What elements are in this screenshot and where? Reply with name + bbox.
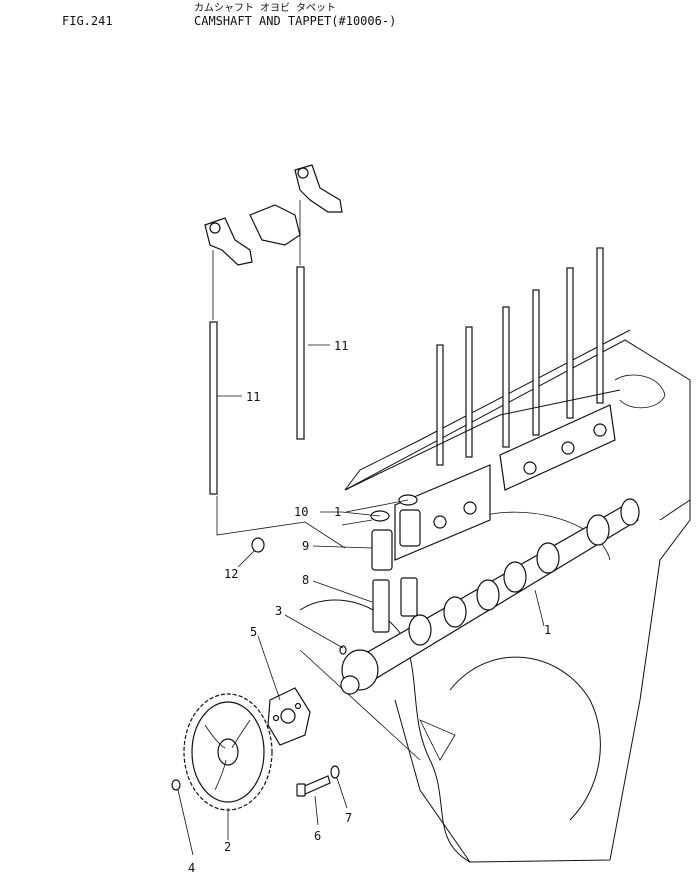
diagram-title: CAMSHAFT AND TAPPET(#10006-) (194, 14, 397, 28)
callout-2: 2 (224, 840, 231, 854)
callout-9: 9 (302, 539, 309, 553)
callout-6: 6 (314, 829, 321, 843)
callout-12: 12 (224, 567, 238, 581)
callout-labels: 1 2 3 4 5 6 7 8 9 10 1 11 11 12 (188, 339, 551, 875)
callout-4: 4 (188, 861, 195, 875)
callout-7: 7 (345, 811, 352, 825)
fasteners (171, 537, 347, 797)
callout-5: 5 (250, 625, 257, 639)
valve-train-rods (344, 247, 621, 491)
thrust-plate (267, 687, 311, 746)
callout-11-lower: 11 (246, 390, 260, 404)
camshaft (340, 498, 640, 695)
cam-gear (183, 693, 273, 811)
engine-block-outline (299, 329, 691, 863)
callout-1: 1 (544, 623, 551, 637)
rocker-arm-assembly (204, 164, 343, 266)
callout-10: 10 (294, 505, 308, 519)
tappets (370, 494, 421, 633)
title-kana: カムシャフト オヨビ タペット (194, 3, 337, 14)
figure-number: FIG.241 (62, 14, 113, 28)
callout-11-upper: 11 (334, 339, 348, 353)
callout-3: 3 (275, 604, 282, 618)
push-rods (209, 200, 305, 495)
callout-8: 8 (302, 573, 309, 587)
leader-lines (177, 344, 545, 856)
callout-1-ring: 1 (334, 505, 341, 519)
